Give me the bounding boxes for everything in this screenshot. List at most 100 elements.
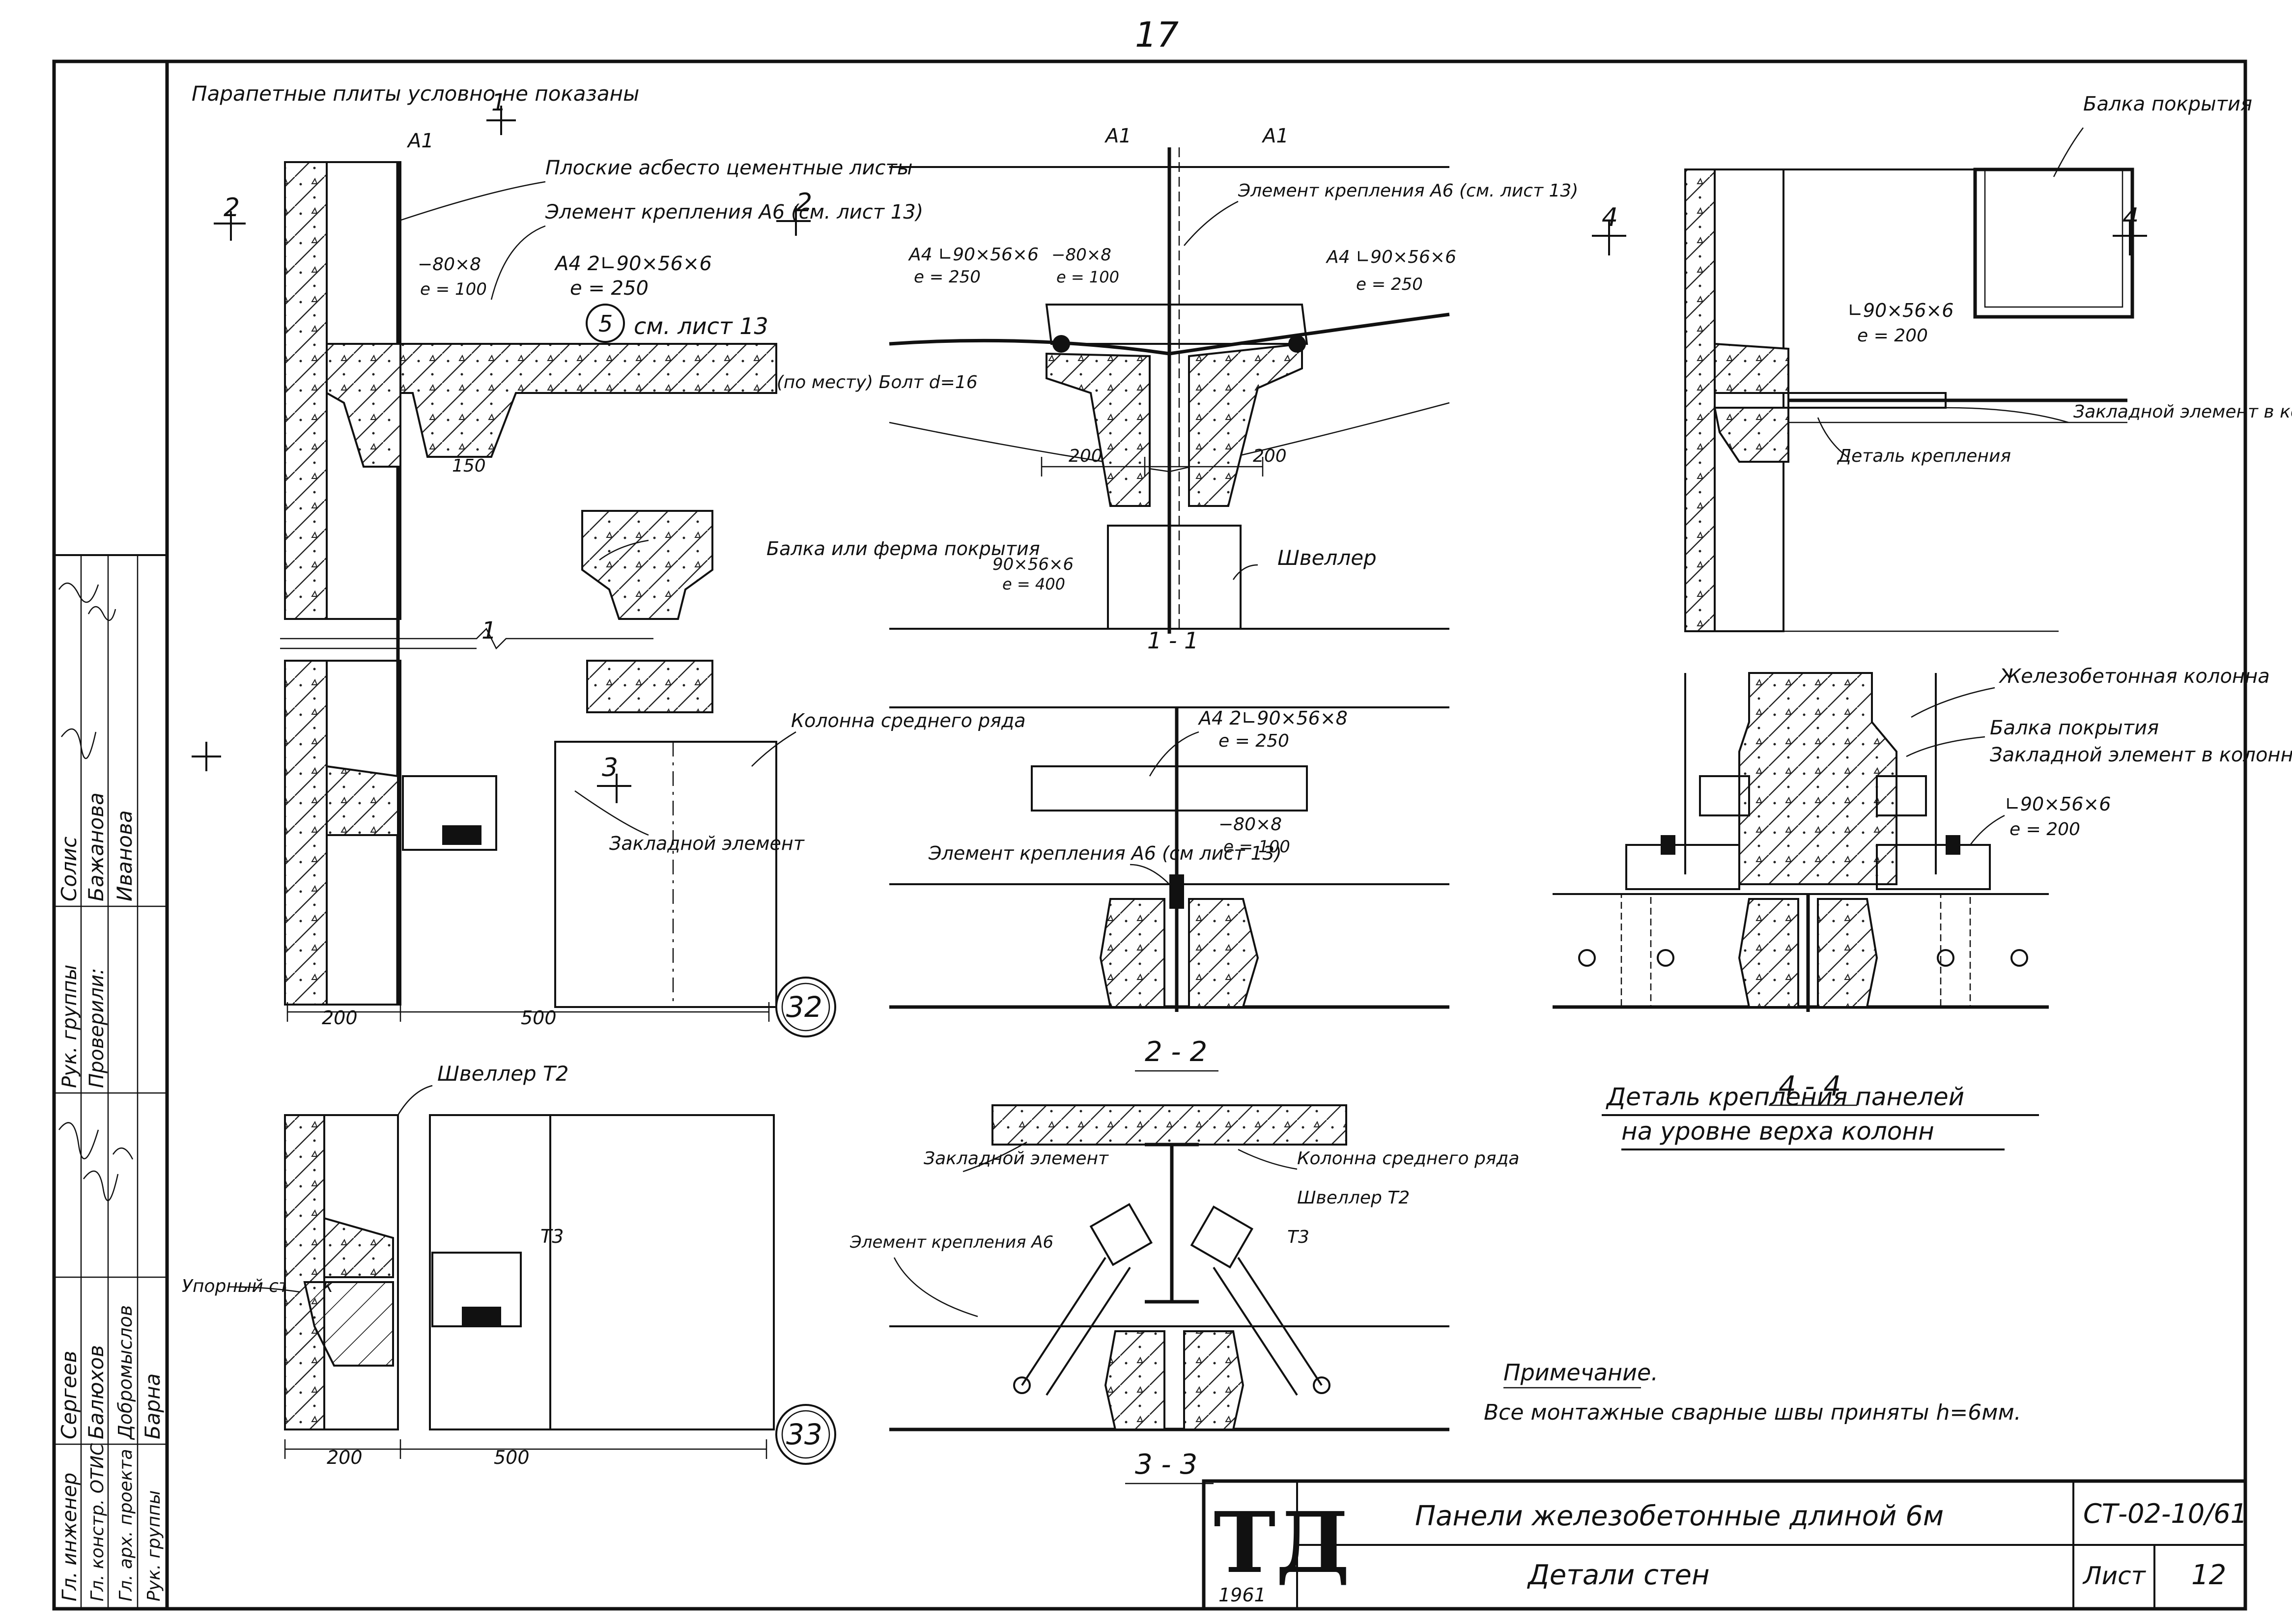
section-arrows	[192, 106, 811, 803]
stop-table	[303, 1281, 394, 1367]
name-2: Балюхов	[84, 1345, 108, 1439]
title-block: ТД 1961 Панели железобетонные длиной 6м …	[1202, 1479, 2247, 1611]
note-element-22: Элемент крепления А6 (см лист 13)	[928, 842, 1282, 864]
note-rc-column: Железобетонная колонна	[1998, 665, 2270, 688]
angle-right-44	[1876, 844, 1991, 890]
detail-33-circle	[775, 1404, 836, 1465]
note-embed: Закладной элемент	[609, 833, 805, 854]
dim-200-33: 200	[327, 1447, 363, 1468]
panel-cavity-44	[1714, 168, 1784, 632]
dimension-line-33	[284, 1439, 767, 1459]
rib-right-44	[1817, 898, 1878, 1008]
title-sub: Детали стен	[1527, 1559, 1710, 1591]
note-plate-e-11: e = 100	[1056, 268, 1119, 286]
section-marker-3: 3	[602, 753, 618, 783]
bolt-nut-33	[462, 1307, 501, 1326]
signatures-bottom	[58, 1122, 134, 1202]
rc-column-44	[1738, 672, 1897, 885]
label-t3: Т3	[540, 1226, 564, 1247]
dim-200-11b: 200	[1253, 446, 1287, 466]
dim-200: 200	[322, 1007, 358, 1029]
channel-11	[1107, 525, 1242, 630]
sheet-number: 12	[2191, 1559, 2226, 1591]
note-a4-22: А4 2∟90×56×8	[1197, 707, 1348, 729]
callout-5-ref: см. лист 13	[634, 313, 768, 339]
section-1-1: А1 А1 Элемент крепления А6 (см. лист 13)…	[889, 125, 1578, 654]
hole-3-44	[1937, 949, 1954, 967]
steel-bracket	[402, 775, 497, 851]
leader-lines-22	[1130, 731, 1199, 885]
rib-right-11	[1188, 342, 1303, 507]
sheet-label: Лист	[2082, 1562, 2147, 1590]
bolt-right-33	[1313, 1376, 1330, 1394]
leader-lines-33b	[893, 1141, 1298, 1317]
angle-left-44	[1625, 844, 1740, 890]
callout-5: 5	[598, 310, 613, 337]
note-angle-2-e: e = 200	[2009, 819, 2080, 840]
note-a4-e: e = 250	[570, 277, 649, 300]
bolt-nut	[442, 825, 481, 845]
panel-rib-upper	[326, 343, 401, 468]
note-element-a6: Элемент крепления А6 (см. лист 13)	[545, 201, 923, 224]
marker-a1-right: А1	[1261, 125, 1289, 147]
panel-rib-lower	[326, 765, 399, 836]
sidebar-stamp: Гл. инженер Гл. констр. ОТИС Гл. арх. пр…	[53, 554, 168, 1610]
marker-a1-left: А1	[1104, 125, 1132, 147]
note-embed-2: Закладной элемент в колонне	[1990, 744, 2292, 766]
role-2: Гл. констр. ОТИС	[87, 1443, 108, 1601]
beam-base	[586, 660, 713, 713]
note-embed-33: Закладной элемент	[924, 1148, 1109, 1169]
roof-beam-inner-44	[1984, 168, 2123, 308]
name-5: Солис	[57, 837, 81, 901]
rib-right-33	[1183, 1330, 1245, 1430]
section-1-1-label: 1 - 1	[1147, 627, 1198, 654]
detail-32-circle-inner	[781, 982, 830, 1032]
role-1: Гл. инженер	[58, 1473, 81, 1601]
dimension-line-32	[286, 1002, 770, 1022]
wall-panel-lower	[284, 660, 328, 1006]
wall-panel-33	[284, 1114, 325, 1430]
note-plate-22: −80×8	[1218, 814, 1282, 835]
bracket-right-44	[1876, 775, 1927, 816]
roof-slab	[399, 343, 777, 458]
bolt-right-11	[1288, 335, 1306, 353]
logo-td: ТД	[1214, 1494, 1350, 1592]
leader-lines-32	[397, 181, 796, 836]
leader-lines-33	[235, 1085, 433, 1293]
wall-panel-upper	[284, 161, 328, 620]
name-4: Барна	[141, 1373, 165, 1439]
note-asbestos: Плоские асбесто цементные листы	[545, 157, 912, 179]
embed-plate-33	[991, 1104, 1347, 1146]
year: 1961	[1218, 1584, 1266, 1606]
rib-left-44	[1738, 898, 1799, 1008]
column-33	[429, 1114, 775, 1430]
signatures-top	[58, 582, 116, 759]
detail-32-circle	[775, 977, 836, 1037]
note-heading: Примечание.	[1503, 1359, 1658, 1386]
role-5: Рук. группы	[58, 965, 81, 1088]
note-a4-right-e: e = 250	[1356, 275, 1423, 294]
note-channel-t2-33: Швеллер Т2	[1297, 1188, 1410, 1208]
insert-left-44	[1620, 893, 1652, 1008]
title-main: Панели железобетонные длиной 6м	[1415, 1500, 1944, 1532]
label-t3-33: Т3	[1287, 1227, 1309, 1247]
name-3: Добромыслов	[114, 1305, 136, 1440]
wall-panel-44	[1684, 168, 1716, 632]
dimension-line-11	[1041, 457, 1264, 476]
t3-plate-right	[1190, 1205, 1254, 1269]
note-text: Все монтажные сварные швы приняты h=6мм.	[1484, 1400, 2021, 1425]
nut-right-44	[1946, 835, 1960, 855]
note-plate: −80×8	[418, 254, 481, 275]
note-a4-left-e: e = 250	[914, 267, 981, 287]
note-beam: Балка или ферма покрытия	[766, 538, 1040, 560]
note-embed-44: Закладной элемент в колонне	[2073, 402, 2292, 422]
rib-left-33	[1104, 1330, 1165, 1430]
detail-33: Швеллер Т2 Упорный столик Т3 200 500 33	[182, 1062, 836, 1468]
caption-line-2: на уровне верха колонн	[1621, 1117, 1934, 1146]
rib-right-22	[1188, 898, 1259, 1008]
leader-lines-11	[1184, 200, 1258, 580]
note-angle-44: ∟90×56×6	[1847, 300, 1953, 321]
panel-rib-44a	[1714, 342, 1789, 394]
role-4: Рук. группы	[144, 1490, 164, 1601]
